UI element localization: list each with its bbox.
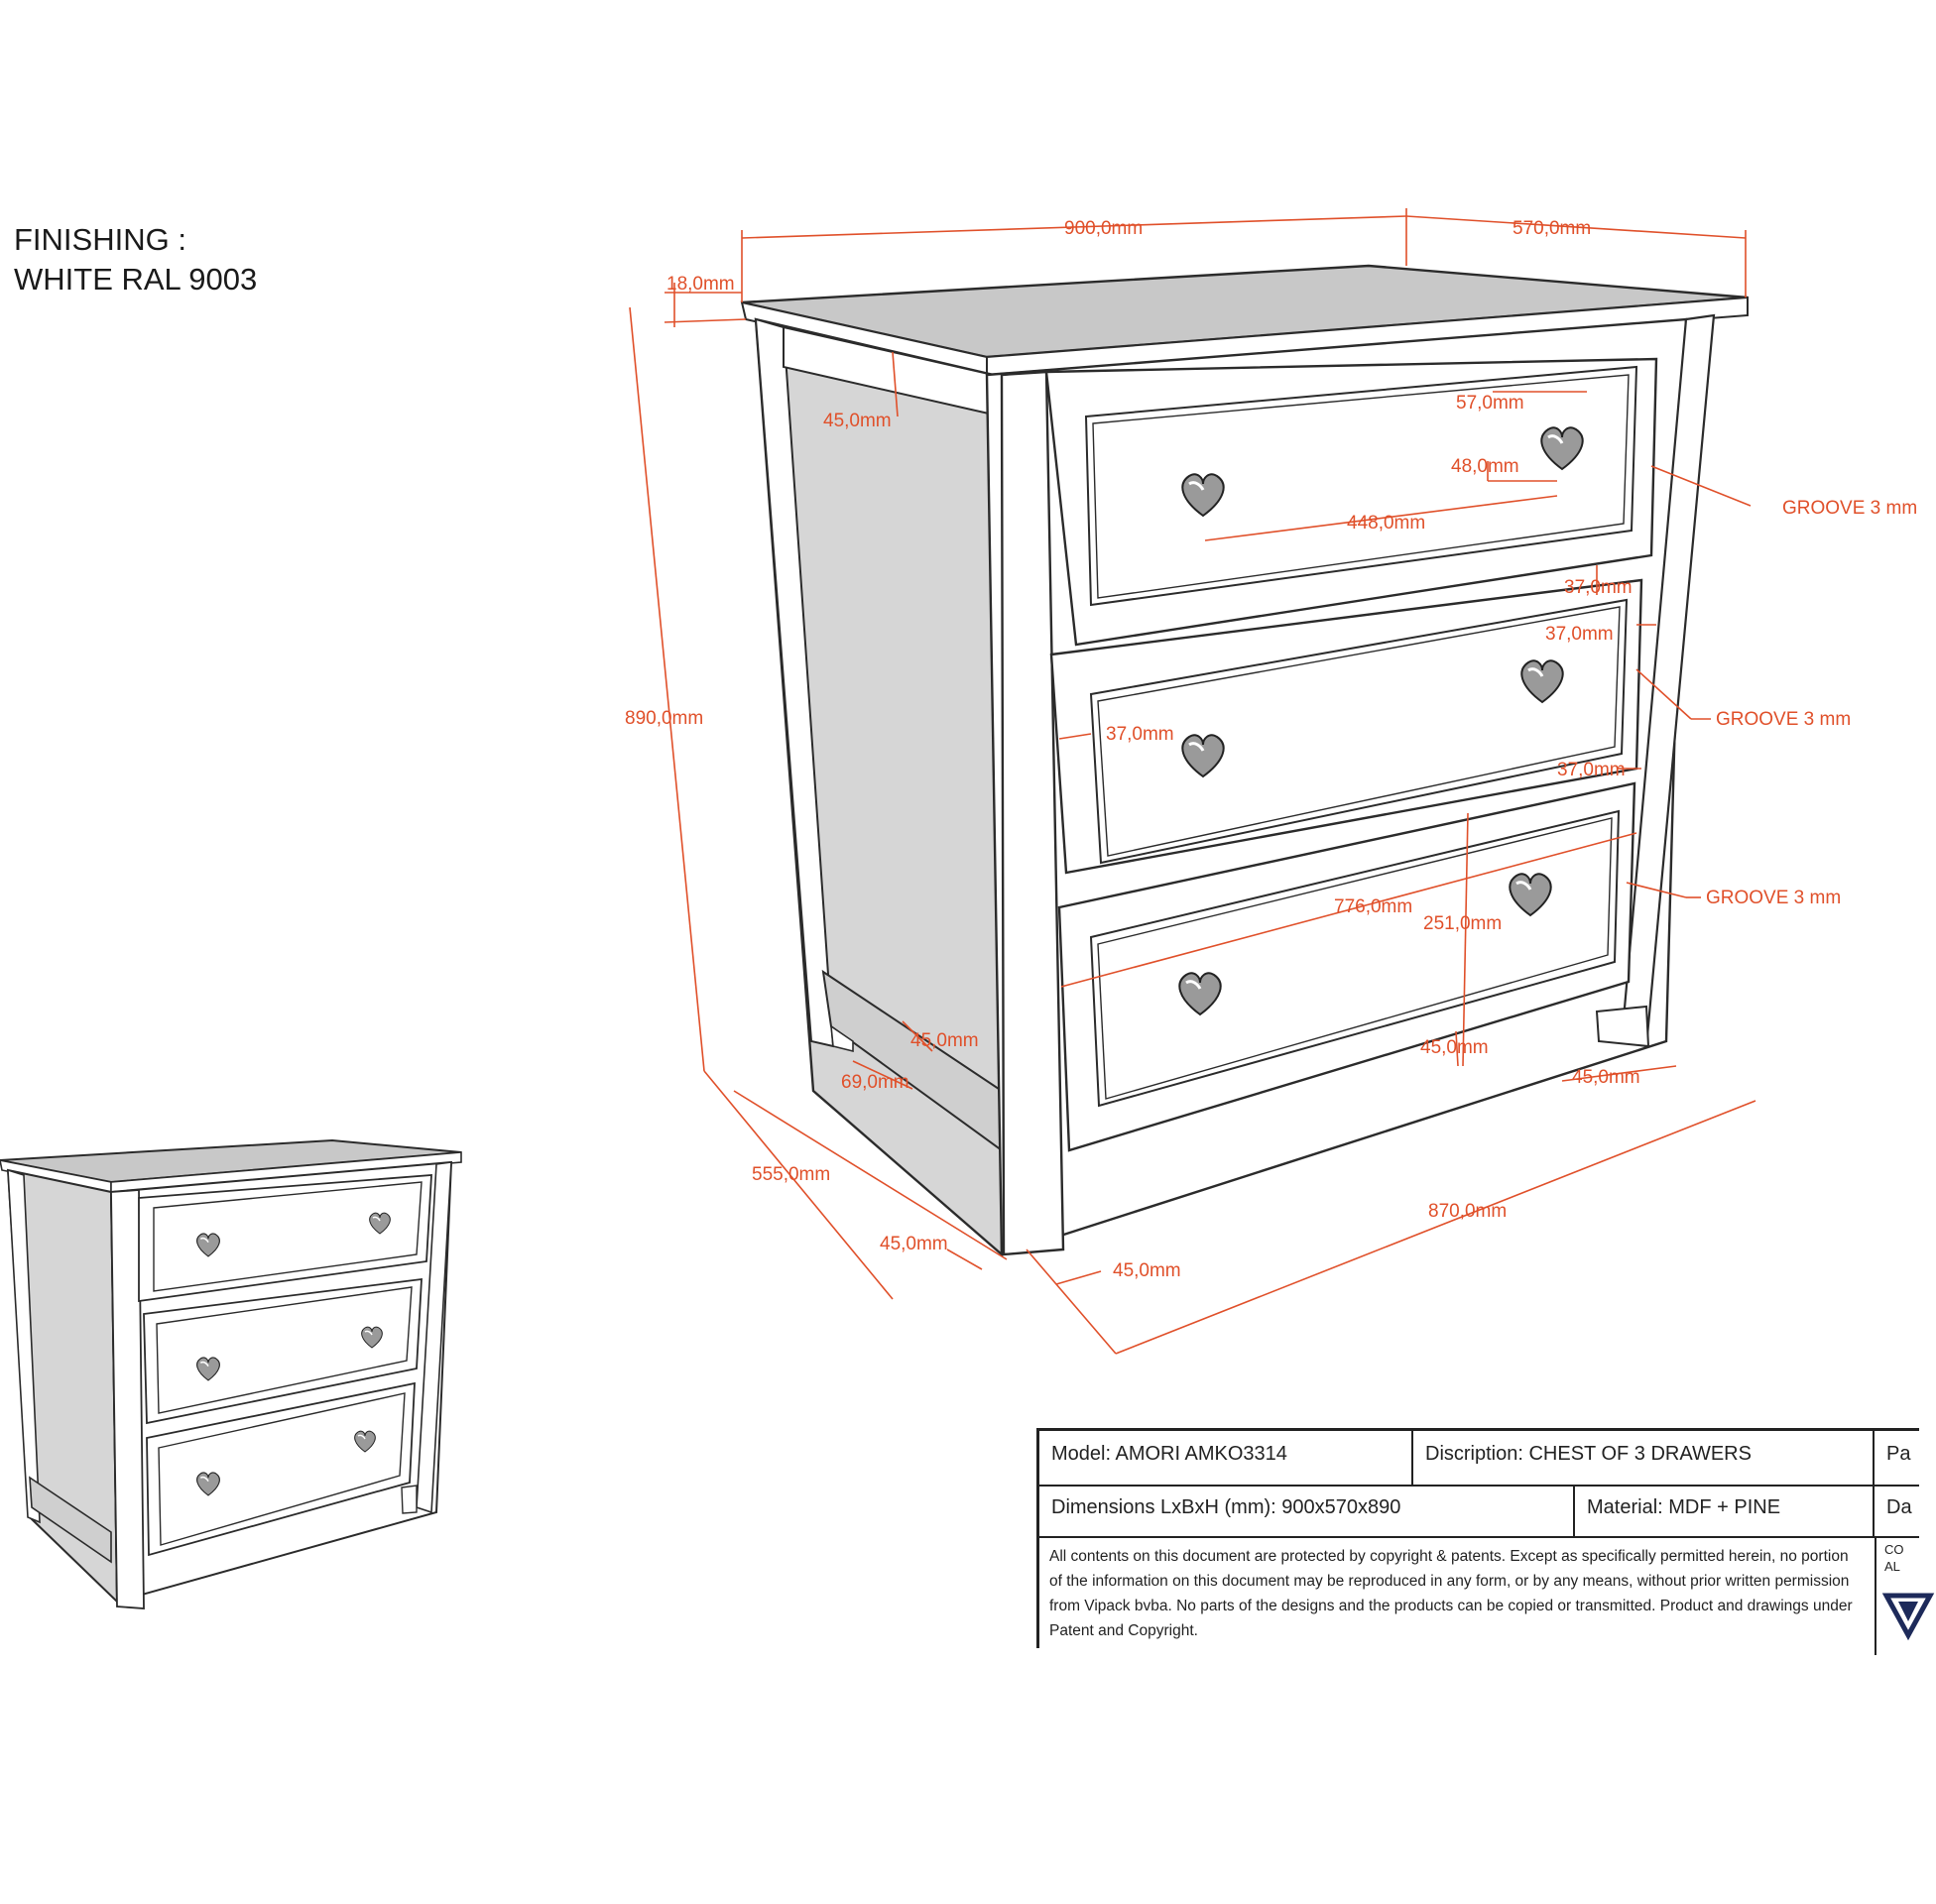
logo-cell: CO AL bbox=[1875, 1536, 1936, 1655]
dim-leg-front-right: 45,0mm bbox=[1572, 1067, 1640, 1088]
dimensions-cell: Dimensions LxBxH (mm): 900x570x890 bbox=[1051, 1496, 1401, 1518]
finishing-value: WHITE RAL 9003 bbox=[14, 262, 258, 297]
groove-label-3: GROOVE 3 mm bbox=[1706, 888, 1841, 908]
groove-label-1: GROOVE 3 mm bbox=[1782, 498, 1917, 519]
dim-leg-side: 45,0mm bbox=[880, 1234, 948, 1254]
drawer-3 bbox=[1057, 781, 1636, 1152]
description-cell: Discription: CHEST OF 3 DRAWERS bbox=[1411, 1431, 1873, 1485]
small-text-2: AL bbox=[1884, 1559, 1900, 1574]
chest-main bbox=[740, 264, 1749, 1257]
dim-side-bottom-rail: 45,0mm bbox=[910, 1030, 979, 1051]
dim-handle-spacing: 448,0mm bbox=[1347, 513, 1425, 534]
dimension-labels: 900,0mm 570,0mm 18,0mm 45,0mm 57,0mm 48,… bbox=[625, 218, 1917, 1281]
dim-width-top: 900,0mm bbox=[1064, 218, 1143, 239]
dim-handle-width: 57,0mm bbox=[1456, 393, 1524, 414]
dim-drawer-side-gap: 37,0mm bbox=[1545, 624, 1614, 645]
dim-drawer-gap-mid: 37,0mm bbox=[1557, 760, 1626, 780]
page-cell: Pa bbox=[1873, 1431, 1932, 1485]
date-cell: Da bbox=[1873, 1485, 1932, 1536]
dim-bottom-rail: 45,0mm bbox=[1420, 1037, 1489, 1058]
dim-top-thickness: 18,0mm bbox=[666, 274, 735, 295]
title-block: Model: AMORI AMKO3314 Discription: CHEST… bbox=[1036, 1428, 1935, 1655]
chest-preview bbox=[0, 1138, 462, 1609]
dim-leg-gap: 69,0mm bbox=[841, 1072, 909, 1093]
dim-depth-bottom: 555,0mm bbox=[752, 1164, 830, 1185]
dim-drawer-width: 776,0mm bbox=[1334, 896, 1412, 917]
copyright-notice: All contents on this document are protec… bbox=[1049, 1548, 1853, 1639]
title-row-dimensions: Dimensions LxBxH (mm): 900x570x890 Mater… bbox=[1039, 1485, 1919, 1538]
dim-drawer-height: 251,0mm bbox=[1423, 913, 1502, 934]
model-cell: Model: AMORI AMKO3314 bbox=[1051, 1443, 1287, 1465]
dim-drawer-gap-top: 37,0mm bbox=[1564, 577, 1633, 598]
finishing-note: FINISHING : WHITE RAL 9003 bbox=[14, 220, 257, 299]
dimension-lines bbox=[629, 208, 1756, 1355]
groove-label-2: GROOVE 3 mm bbox=[1716, 709, 1851, 730]
title-row-model: Model: AMORI AMKO3314 Discription: CHEST… bbox=[1039, 1431, 1919, 1487]
dim-side-rail: 45,0mm bbox=[823, 411, 892, 431]
dim-leg-front: 45,0mm bbox=[1113, 1260, 1181, 1281]
vipack-logo-icon bbox=[1881, 1593, 1935, 1641]
material-cell: Material: MDF + PINE bbox=[1573, 1485, 1873, 1536]
dim-drawer-left-gap: 37,0mm bbox=[1106, 724, 1174, 745]
dim-height-total: 890,0mm bbox=[625, 708, 703, 729]
drawer-1 bbox=[1044, 357, 1658, 647]
dim-width-bottom: 870,0mm bbox=[1428, 1201, 1507, 1222]
small-text-1: CO bbox=[1884, 1542, 1904, 1557]
dim-depth-top: 570,0mm bbox=[1512, 218, 1591, 239]
dim-handle-height: 48,0mm bbox=[1451, 456, 1519, 477]
finishing-label: FINISHING : bbox=[14, 222, 186, 257]
